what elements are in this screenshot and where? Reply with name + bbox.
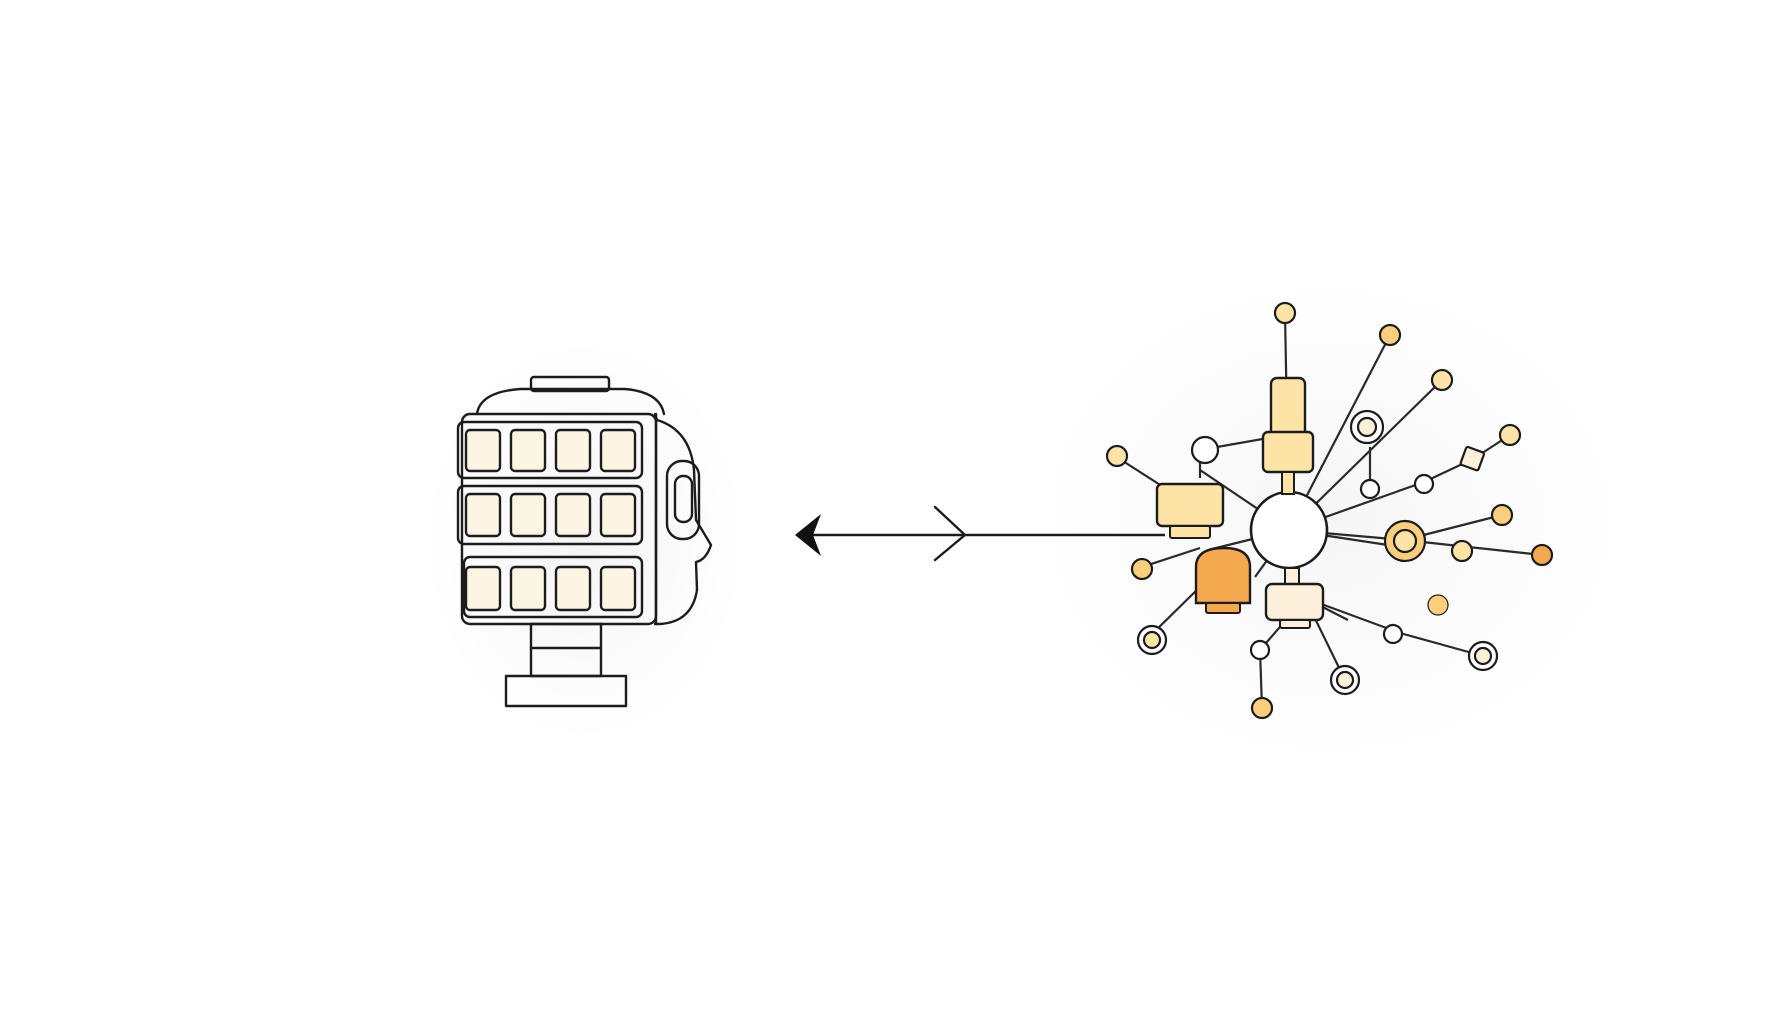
robot-head-icon bbox=[456, 375, 713, 708]
network-square-node bbox=[1459, 445, 1486, 472]
arrow-head-left bbox=[795, 514, 821, 556]
network-hollow-node bbox=[1413, 473, 1435, 495]
robot-panel bbox=[464, 492, 502, 538]
robot-panel bbox=[509, 565, 547, 612]
robot-panel bbox=[554, 428, 592, 473]
network-node bbox=[1273, 301, 1297, 325]
network-pale-block bbox=[1264, 582, 1325, 622]
network-column-base bbox=[1261, 430, 1315, 474]
left-halo bbox=[425, 340, 745, 740]
network-node bbox=[1427, 594, 1449, 616]
network-leaf-nodes bbox=[1105, 301, 1554, 720]
neural-network-icon bbox=[1105, 301, 1554, 720]
network-ring-node bbox=[1329, 664, 1361, 696]
robot-panel bbox=[599, 492, 637, 538]
robot-panel bbox=[464, 565, 502, 612]
network-node bbox=[1490, 503, 1514, 527]
network-pale-foot bbox=[1279, 619, 1311, 629]
network-left-box bbox=[1155, 482, 1225, 528]
network-node bbox=[1430, 368, 1454, 392]
network-node bbox=[1250, 696, 1274, 720]
network-node bbox=[1105, 444, 1129, 468]
robot-panel bbox=[509, 428, 547, 473]
network-orange-block bbox=[1194, 546, 1252, 605]
network-hollow-node bbox=[1359, 478, 1381, 500]
robot-panel bbox=[464, 428, 502, 473]
network-ring-node bbox=[1136, 624, 1168, 656]
bidirectional-arrow bbox=[795, 505, 1165, 562]
network-hollow-node bbox=[1190, 435, 1220, 465]
robot-row-band-2 bbox=[456, 484, 644, 546]
network-left-box-foot bbox=[1169, 525, 1211, 539]
arrow-head-right bbox=[933, 505, 967, 562]
network-node bbox=[1530, 543, 1554, 567]
network-ring-node bbox=[1383, 519, 1427, 563]
robot-panel bbox=[554, 565, 592, 612]
robot-row-band-1 bbox=[456, 420, 644, 480]
robot-face-profile bbox=[653, 412, 713, 626]
robot-row-band-3 bbox=[462, 555, 644, 619]
network-ring-node bbox=[1349, 409, 1385, 445]
robot-head-dome bbox=[475, 387, 666, 416]
right-halo bbox=[1040, 280, 1620, 760]
network-node bbox=[1498, 423, 1522, 447]
robot-panel-grid bbox=[464, 428, 637, 612]
robot-base bbox=[504, 674, 628, 708]
robot-panel bbox=[599, 565, 637, 612]
network-node bbox=[1130, 557, 1154, 581]
network-hollow-node bbox=[1382, 623, 1404, 645]
robot-panel bbox=[509, 492, 547, 538]
robot-panel bbox=[554, 492, 592, 538]
robot-top-cap bbox=[529, 375, 611, 393]
network-hub-node bbox=[1249, 490, 1329, 570]
robot-ear-inner bbox=[673, 474, 694, 524]
network-ring-node bbox=[1467, 640, 1499, 672]
network-orange-foot bbox=[1205, 602, 1241, 614]
network-column-block bbox=[1269, 376, 1307, 440]
network-column-stem bbox=[1281, 471, 1295, 495]
robot-ear-outer bbox=[665, 459, 701, 541]
network-node bbox=[1378, 323, 1402, 347]
network-hollow-node bbox=[1249, 639, 1271, 661]
robot-panel bbox=[599, 428, 637, 473]
network-node bbox=[1450, 539, 1474, 563]
